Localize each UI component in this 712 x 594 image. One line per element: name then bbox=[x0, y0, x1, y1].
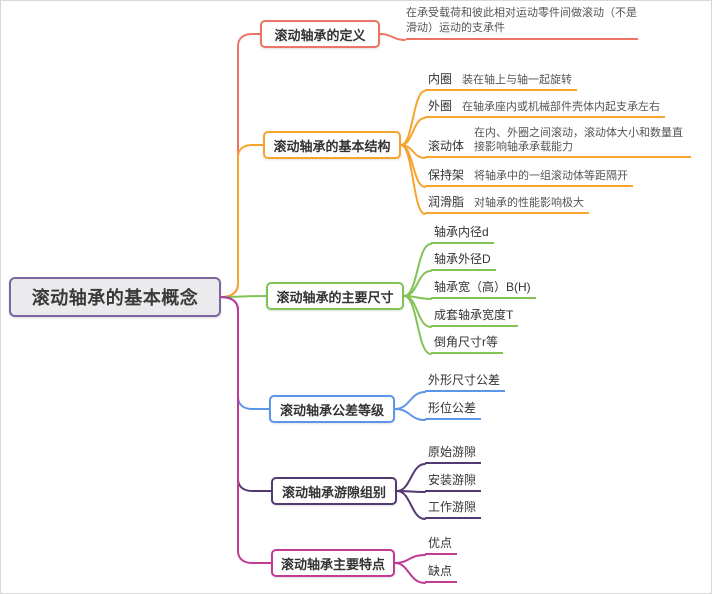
subtopic-desc: 在轴承座内或机械部件壳体内起支承左右 bbox=[462, 101, 661, 113]
subtopic-label: 轴承外径D bbox=[434, 252, 491, 266]
subtopic-definition-text[interactable]: 在承受载荷和彼此相对运动零件间做滚动（不是滑动）运动的支承件 bbox=[406, 6, 638, 40]
subtopic-rolling-elements[interactable]: 滚动体 在内、外圈之间滚动，滚动体大小和数量直接影响轴承承载能力 bbox=[425, 126, 692, 158]
subtopic-label: 外圈 bbox=[428, 99, 453, 113]
connector-root-clearance bbox=[220, 296, 272, 492]
connector-root-definition bbox=[220, 33, 261, 298]
connector-root-tolerance bbox=[220, 296, 270, 410]
subtopic-original-clearance[interactable]: 原始游隙 bbox=[425, 444, 482, 464]
branch-topic-dimensions[interactable]: 滚动轴承的主要尺寸 bbox=[266, 282, 404, 310]
connector-feat-cons bbox=[394, 562, 426, 584]
subtopic-form-tolerance[interactable]: 形位公差 bbox=[425, 400, 482, 420]
branch-topic-clearance[interactable]: 滚动轴承游隙组别 bbox=[271, 477, 397, 505]
branch-topic-tolerance[interactable]: 滚动轴承公差等级 bbox=[269, 395, 395, 423]
subtopic-outer-ring[interactable]: 外圈 在轴承座内或机械部件壳体内起支承左右 bbox=[425, 98, 666, 118]
connector-root-features bbox=[220, 296, 272, 564]
subtopic-size-tolerance[interactable]: 外形尺寸公差 bbox=[425, 372, 506, 392]
subtopic-desc: 将轴承中的一组滚动体等距隔开 bbox=[474, 170, 629, 182]
subtopic-label: 外形尺寸公差 bbox=[428, 373, 501, 387]
connector-structure-outer bbox=[400, 117, 426, 146]
subtopic-chamfer[interactable]: 倒角尺寸r等 bbox=[431, 334, 503, 354]
connector-structure-grease bbox=[400, 144, 426, 215]
subtopic-desc: 装在轴上与轴一起旋转 bbox=[462, 74, 573, 86]
connector-cl-working bbox=[396, 490, 426, 520]
subtopic-advantages[interactable]: 优点 bbox=[425, 535, 458, 555]
connector-root-structure bbox=[220, 144, 264, 298]
subtopic-label: 优点 bbox=[428, 536, 453, 550]
root-topic[interactable]: 滚动轴承的基本概念 bbox=[9, 277, 221, 317]
subtopic-label: 安装游隙 bbox=[428, 473, 477, 487]
subtopic-working-clearance[interactable]: 工作游隙 bbox=[425, 499, 482, 519]
subtopic-label: 成套轴承宽度T bbox=[434, 308, 514, 322]
subtopic-label: 倒角尺寸r等 bbox=[434, 335, 498, 349]
subtopic-label: 保持架 bbox=[428, 168, 465, 182]
connector-dim-d bbox=[403, 243, 432, 297]
subtopic-desc: 在内、外圈之间滚动，滚动体大小和数量直接影响轴承承载能力 bbox=[474, 127, 684, 153]
branch-topic-definition[interactable]: 滚动轴承的定义 bbox=[260, 20, 380, 48]
subtopic-mounted-clearance[interactable]: 安装游隙 bbox=[425, 472, 482, 492]
subtopic-label: 润滑脂 bbox=[428, 195, 465, 209]
branch-topic-structure[interactable]: 滚动轴承的基本结构 bbox=[263, 131, 401, 159]
connector-dim-D bbox=[403, 270, 432, 297]
subtopic-label: 滚动体 bbox=[428, 139, 465, 153]
connector-dim-r bbox=[403, 295, 432, 355]
connector-cl-original bbox=[396, 463, 426, 492]
subtopic-grease[interactable]: 润滑脂 对轴承的性能影响极大 bbox=[425, 194, 590, 214]
subtopic-label: 形位公差 bbox=[428, 401, 477, 415]
subtopic-cage[interactable]: 保持架 将轴承中的一组滚动体等距隔开 bbox=[425, 167, 634, 187]
subtopic-label: 内圈 bbox=[428, 72, 453, 86]
connector-tol-form bbox=[394, 408, 426, 421]
connector-definition-leaf bbox=[379, 33, 406, 41]
subtopic-label: 工作游隙 bbox=[428, 500, 477, 514]
subtopic-disadvantages[interactable]: 缺点 bbox=[425, 563, 458, 583]
subtopic-label: 原始游隙 bbox=[428, 445, 477, 459]
subtopic-bore-diameter[interactable]: 轴承内径d bbox=[431, 224, 494, 244]
subtopic-desc: 对轴承的性能影响极大 bbox=[474, 197, 585, 209]
subtopic-outside-diameter[interactable]: 轴承外径D bbox=[431, 251, 496, 271]
connector-tol-size bbox=[394, 391, 426, 410]
subtopic-label: 缺点 bbox=[428, 564, 453, 578]
branch-topic-features[interactable]: 滚动轴承主要特点 bbox=[271, 549, 395, 577]
subtopic-assembled-width[interactable]: 成套轴承宽度T bbox=[431, 307, 519, 327]
subtopic-label: 轴承宽（高）B(H) bbox=[434, 280, 531, 294]
subtopic-label: 轴承内径d bbox=[434, 225, 489, 239]
connector-feat-pros bbox=[394, 554, 426, 564]
subtopic-width[interactable]: 轴承宽（高）B(H) bbox=[431, 279, 536, 299]
subtopic-inner-ring[interactable]: 内圈 装在轴上与轴一起旋转 bbox=[425, 71, 578, 91]
